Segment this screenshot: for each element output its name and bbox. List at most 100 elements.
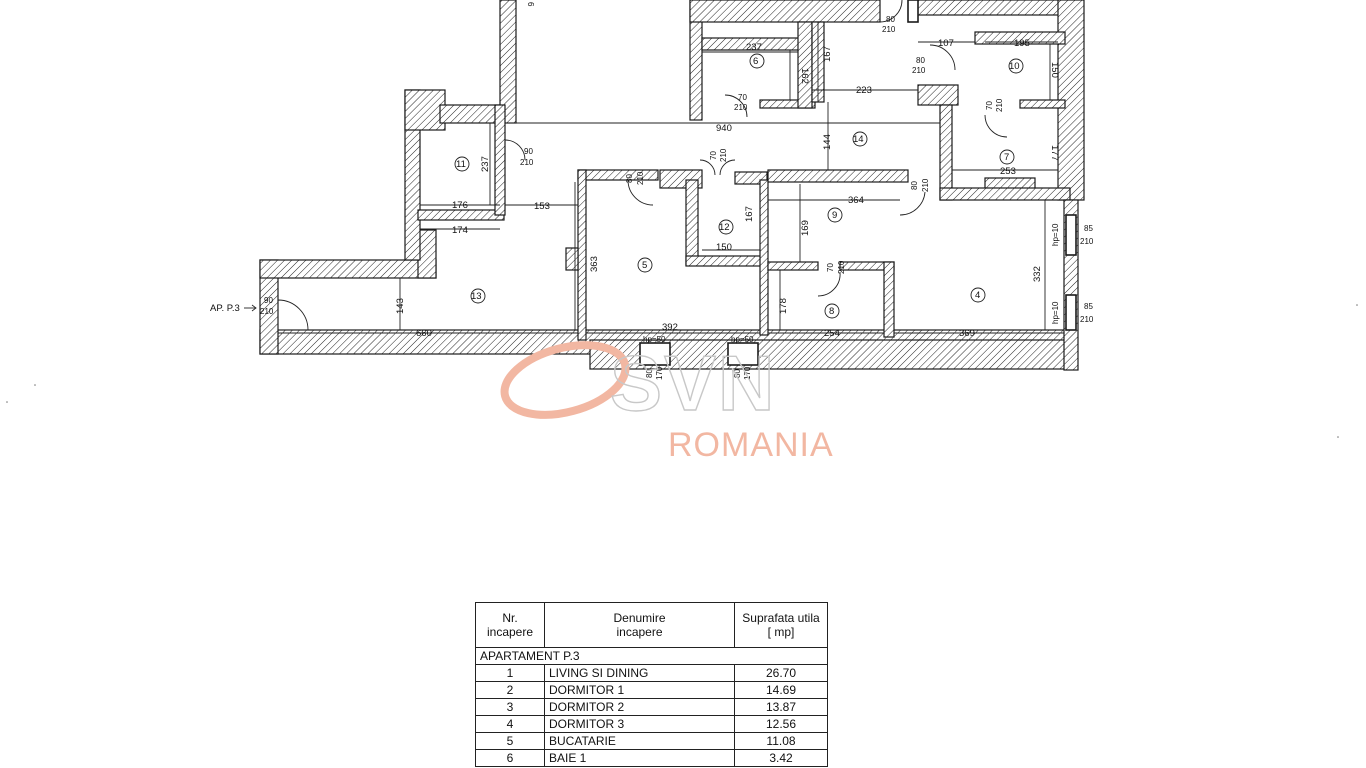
svg-text:210: 210	[921, 178, 930, 192]
svg-text:169: 169	[800, 220, 811, 236]
entrance-label: AP. P.3	[210, 303, 257, 314]
rooms-table: Nr. incapere Denumire incapere Suprafata…	[475, 602, 828, 767]
svg-text:85: 85	[1084, 224, 1093, 233]
svg-text:363: 363	[589, 256, 600, 272]
svg-text:167: 167	[822, 46, 833, 62]
room-11-label: 11	[456, 159, 466, 170]
table-row: 4 DORMITOR 3 12.56	[475, 715, 828, 733]
svg-text:170: 170	[655, 366, 664, 380]
svg-text:80: 80	[886, 15, 895, 24]
svg-text:237: 237	[746, 42, 762, 53]
svg-text:210: 210	[1080, 315, 1094, 324]
svg-text:210: 210	[1080, 237, 1094, 246]
svg-text:162: 162	[799, 68, 810, 84]
row-area: 14.69	[734, 681, 828, 699]
room-5-label: 5	[642, 260, 647, 271]
svg-text:hp=50: hp=50	[643, 335, 666, 344]
svg-text:90: 90	[524, 147, 533, 156]
svg-text:167: 167	[744, 206, 755, 222]
svg-text:6: 6	[526, 2, 535, 7]
header-area-label: Suprafata utila [ mp]	[742, 611, 820, 639]
svg-text:80: 80	[910, 181, 919, 190]
watermark-sub: ROMANIA	[668, 426, 834, 464]
svg-text:940: 940	[716, 123, 732, 134]
section-label: APARTAMENT P.3	[475, 647, 828, 665]
svg-text:210: 210	[912, 66, 926, 75]
svg-text:178: 178	[778, 298, 789, 314]
svg-text:150: 150	[716, 242, 732, 253]
svg-text:107: 107	[938, 38, 954, 49]
room-numbers: 6 10 7 14 11 12 9 5 8 4 13	[454, 53, 1024, 319]
svg-text:70: 70	[985, 101, 994, 110]
table-row: 3 DORMITOR 2 13.87	[475, 698, 828, 716]
table-header-row: Nr. incapere Denumire incapere Suprafata…	[475, 602, 828, 648]
room-8-label: 8	[829, 306, 834, 317]
table-row: 2 DORMITOR 1 14.69	[475, 681, 828, 699]
svg-text:210: 210	[837, 260, 846, 274]
svg-text:195: 195	[1014, 38, 1030, 49]
header-name: Denumire incapere	[544, 602, 735, 648]
room-6-label: 6	[753, 56, 758, 67]
svg-text:254: 254	[824, 328, 840, 339]
svg-text:210: 210	[734, 103, 748, 112]
svg-text:177: 177	[1049, 145, 1060, 161]
svg-text:210: 210	[520, 158, 534, 167]
row-name: DORMITOR 3	[544, 715, 735, 733]
header-nr-label: Nr. incapere	[486, 611, 534, 639]
svg-text:210: 210	[995, 98, 1004, 112]
section-row: APARTAMENT P.3	[475, 647, 828, 665]
svg-text:174: 174	[452, 225, 468, 236]
row-area: 26.70	[734, 664, 828, 682]
svg-text:392: 392	[662, 322, 678, 333]
svg-text:144: 144	[822, 134, 833, 150]
svg-text:80: 80	[625, 174, 634, 183]
svg-text:70: 70	[709, 151, 718, 160]
entrance-text: AP. P.3	[210, 303, 240, 314]
svg-text:660: 660	[416, 328, 432, 339]
room-14-label: 14	[853, 134, 864, 145]
svg-text:223: 223	[856, 85, 872, 96]
row-name: BAIE 1	[544, 749, 735, 767]
header-area: Suprafata utila [ mp]	[734, 602, 828, 648]
svg-text:210: 210	[882, 25, 896, 34]
svg-text:364: 364	[848, 195, 864, 206]
row-nr: 4	[475, 715, 545, 733]
svg-text:210: 210	[260, 307, 274, 316]
svg-text:80: 80	[645, 369, 654, 378]
row-area: 13.87	[734, 698, 828, 716]
row-name: DORMITOR 1	[544, 681, 735, 699]
row-area: 11.08	[734, 732, 828, 750]
row-nr: 3	[475, 698, 545, 716]
header-nr: Nr. incapere	[475, 602, 545, 648]
doors	[277, 0, 1008, 331]
walls	[259, 0, 1085, 371]
row-name: DORMITOR 2	[544, 698, 735, 716]
svg-text:90: 90	[264, 296, 273, 305]
room-9-label: 9	[832, 210, 837, 221]
dimension-lines	[278, 22, 1064, 334]
header-name-label: Denumire incapere	[613, 611, 666, 639]
svg-text:153: 153	[534, 201, 550, 212]
row-nr: 2	[475, 681, 545, 699]
svg-text:237: 237	[480, 156, 491, 172]
room-4-label: 4	[975, 290, 980, 301]
watermark: SVN ROMANIA	[500, 338, 834, 464]
svg-text:hp=50: hp=50	[731, 335, 754, 344]
row-area: 3.42	[734, 749, 828, 767]
svg-text:hp=10: hp=10	[1051, 301, 1060, 324]
svg-text:210: 210	[719, 148, 728, 162]
row-nr: 5	[475, 732, 545, 750]
room-12-label: 12	[719, 222, 730, 233]
svg-text:143: 143	[395, 298, 406, 314]
windows	[639, 0, 1077, 366]
svg-text:80: 80	[916, 56, 925, 65]
table-row: 1 LIVING SI DINING 26.70	[475, 664, 828, 682]
room-13-label: 13	[471, 291, 482, 302]
svg-text:hp=10: hp=10	[1051, 223, 1060, 246]
room-7-label: 7	[1004, 152, 1009, 163]
svg-text:332: 332	[1032, 266, 1043, 282]
table-row: 5 BUCATARIE 11.08	[475, 732, 828, 750]
watermark-brand: SVN	[610, 339, 776, 427]
scan-specks	[6, 304, 1358, 438]
svg-text:150: 150	[1049, 62, 1060, 78]
